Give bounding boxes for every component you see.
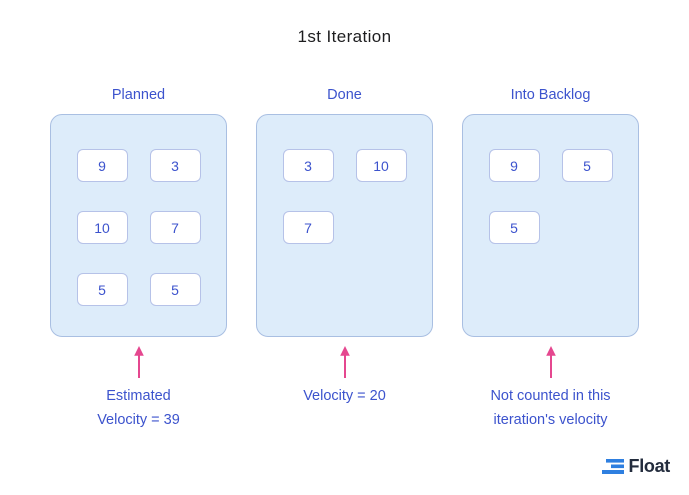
card-grid: 3 10 7 [257, 115, 432, 244]
float-logo: Float [601, 456, 671, 477]
iteration-column-done: Done 3 10 7 Velocity = 20 [256, 86, 433, 432]
column-header: Planned [111, 87, 166, 103]
story-card: 5 [76, 273, 128, 306]
velocity-caption: Not counted in this iteration's velocity [462, 384, 639, 432]
story-card: 5 [149, 273, 201, 306]
story-card: 10 [76, 211, 128, 244]
iteration-column-into-backlog: Into Backlog 9 5 5 Not counted in this i… [462, 86, 639, 432]
velocity-caption: Estimated Velocity = 39 [50, 384, 227, 432]
column-header: Into Backlog [510, 87, 591, 103]
velocity-caption: Velocity = 20 [256, 384, 433, 408]
column-header: Done [327, 87, 362, 103]
story-card: 7 [282, 211, 334, 244]
story-card: 7 [149, 211, 201, 244]
up-arrow-icon [256, 346, 433, 379]
iteration-board: Planned 9 3 10 7 5 5 Estimated [0, 86, 689, 432]
caption-line: Velocity = 20 [303, 388, 386, 404]
story-card: 3 [149, 149, 201, 182]
story-card: 5 [488, 211, 540, 244]
story-points-panel: 9 5 5 [462, 114, 639, 337]
caption-line: Not counted in this [490, 388, 611, 404]
story-card: 3 [282, 149, 334, 182]
up-arrow-icon [50, 346, 227, 379]
story-card: 9 [76, 149, 128, 182]
story-points-panel: 3 10 7 [256, 114, 433, 337]
caption-line: Estimated [106, 388, 171, 404]
float-logo-text: Float [628, 456, 671, 476]
card-grid: 9 5 5 [463, 115, 638, 244]
diagram-title: 1st Iteration [297, 27, 392, 46]
float-bars-icon [601, 459, 624, 474]
story-card: 10 [355, 149, 407, 182]
caption-line: Velocity = 39 [97, 412, 180, 428]
card-grid: 9 3 10 7 5 5 [51, 115, 226, 306]
iteration-column-planned: Planned 9 3 10 7 5 5 Estimated [50, 86, 227, 432]
story-card: 5 [561, 149, 613, 182]
story-points-panel: 9 3 10 7 5 5 [50, 114, 227, 337]
up-arrow-icon [462, 346, 639, 379]
caption-line: iteration's velocity [493, 412, 608, 428]
story-card: 9 [488, 149, 540, 182]
